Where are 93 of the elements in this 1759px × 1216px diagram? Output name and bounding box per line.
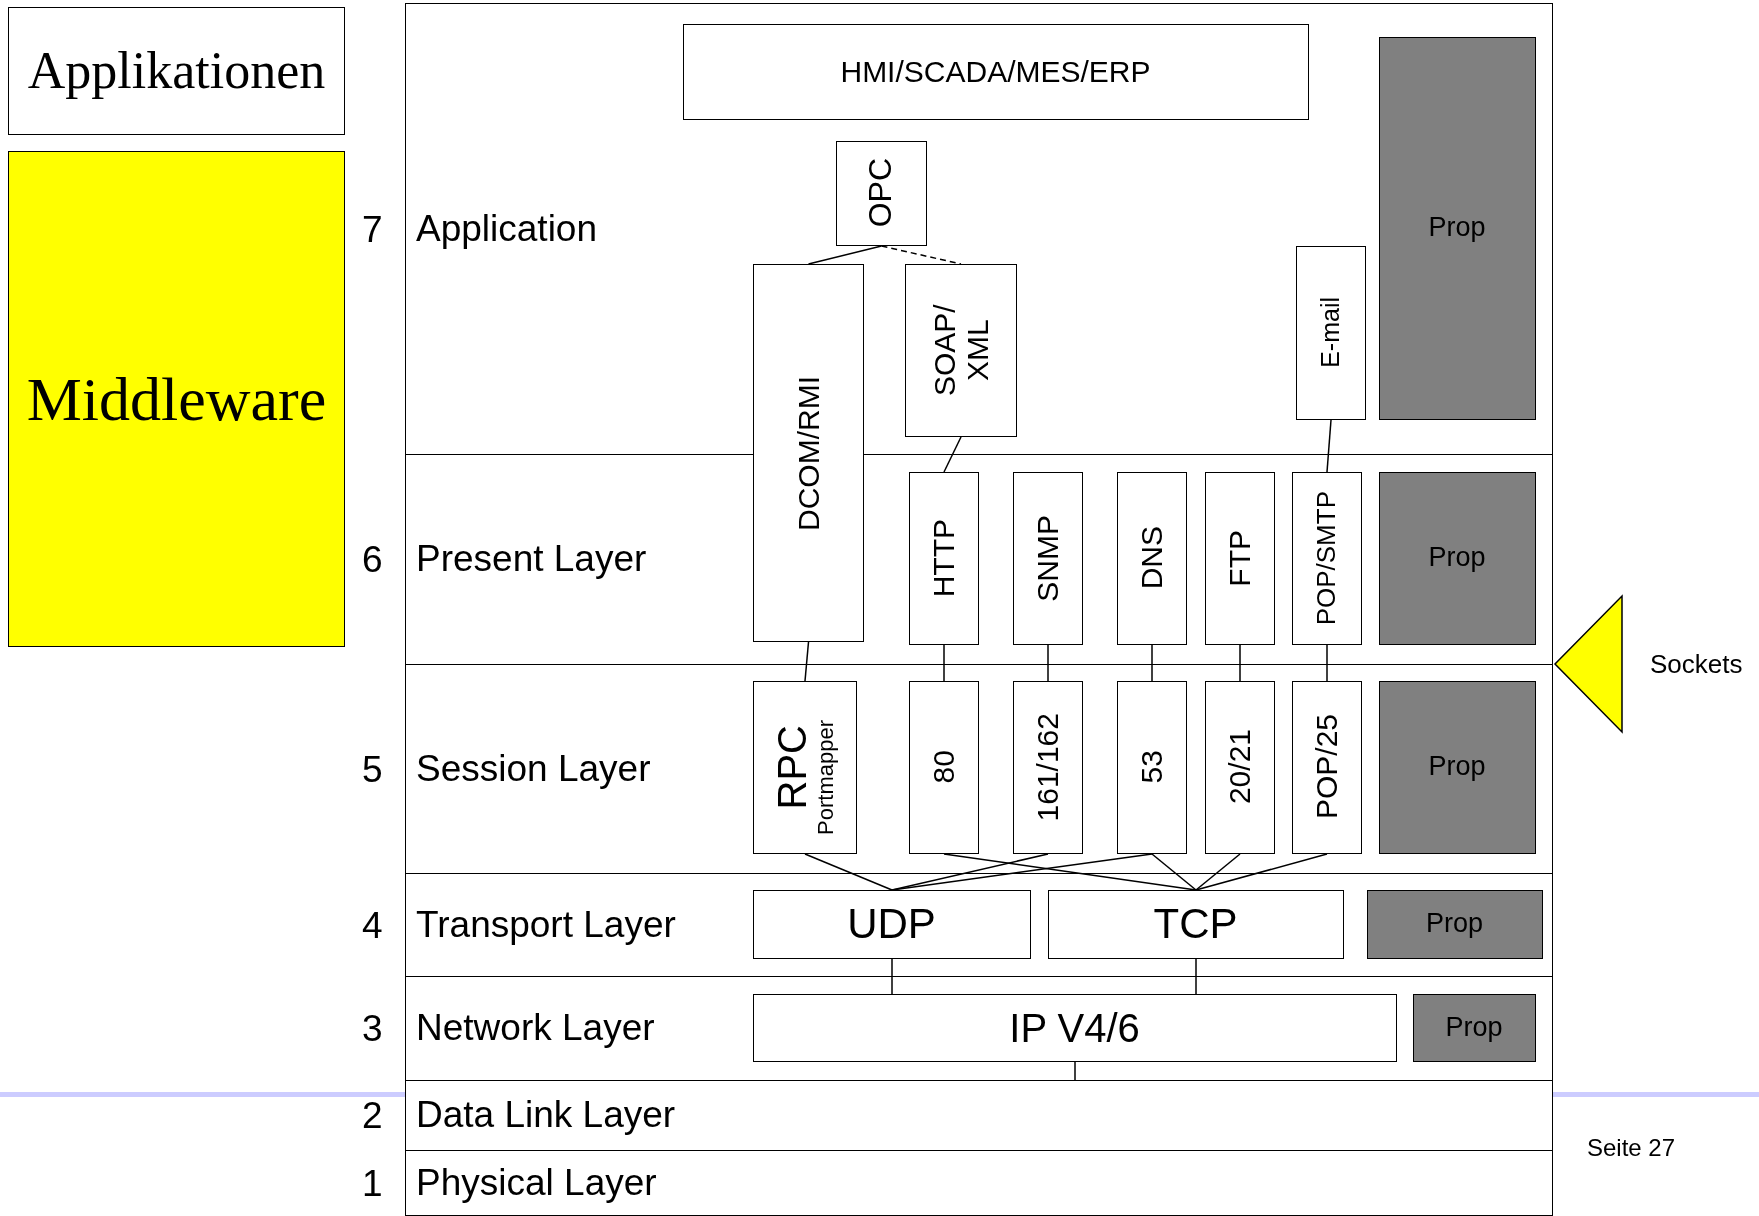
- protocol-label: UDP: [847, 900, 936, 948]
- protocol-box: [752, 680, 857, 854]
- layer-name: Transport Layer: [416, 904, 676, 946]
- protocol-box: [1012, 680, 1083, 854]
- connector-line: [804, 641, 810, 682]
- proprietary-label: Prop: [1425, 909, 1483, 939]
- proprietary-box: [1366, 889, 1543, 959]
- layer-number: 3: [362, 1009, 383, 1047]
- protocol-label: RPC: [770, 724, 815, 810]
- protocol-box: [753, 264, 864, 642]
- protocol-label: SNMP: [1031, 514, 1064, 602]
- protocol-label: 20/21: [1223, 729, 1256, 805]
- layer-band: [405, 1150, 1553, 1216]
- protocol-label: 161/162: [1031, 712, 1064, 822]
- protocol-label: SOAP/ XML: [927, 303, 994, 398]
- connector-line: [1151, 853, 1197, 891]
- connector-line: [1074, 1061, 1076, 1081]
- connector-line: [1195, 958, 1197, 995]
- protocol-box: [1291, 471, 1362, 645]
- proprietary-box: [1378, 471, 1536, 645]
- middleware-box: [8, 151, 345, 647]
- protocol-label: E-mail: [1316, 297, 1345, 368]
- protocol-label: POP/SMTP: [1312, 490, 1341, 626]
- proprietary-label: Prop: [1428, 213, 1486, 243]
- protocol-label: FTP: [1223, 529, 1256, 587]
- protocol-box: [752, 889, 1031, 959]
- proprietary-label: Prop: [1445, 1012, 1503, 1043]
- label-box: [8, 7, 345, 135]
- protocol-label: HMI/SCADA/MES/ERP: [840, 55, 1151, 88]
- protocol-label: 53: [1135, 750, 1168, 784]
- layer-name: Data Link Layer: [416, 1095, 676, 1136]
- connector-line: [943, 644, 945, 682]
- protocol-box: [1047, 889, 1344, 959]
- connector-line: [1151, 644, 1153, 682]
- socket-triangle: [1554, 595, 1623, 733]
- protocol-box: [908, 680, 979, 854]
- layer-band: [405, 976, 1553, 1080]
- protocol-box: [682, 23, 1309, 120]
- connector-line: [891, 853, 1153, 891]
- protocol-box: [1204, 680, 1275, 854]
- connector-line: [943, 436, 962, 473]
- connector-line: [1047, 644, 1049, 682]
- protocol-box: [752, 993, 1397, 1062]
- connector-line: [1195, 853, 1241, 891]
- connector-line: [880, 245, 962, 265]
- side-label: Sockets: [1650, 651, 1743, 677]
- protocol-label: DCOM/RMI: [792, 375, 825, 531]
- protocol-label: IP V4/6: [1009, 1005, 1140, 1050]
- box-label: Applikationen: [27, 42, 326, 100]
- layer-number: 5: [362, 750, 383, 787]
- protocol-label: POP/25: [1310, 714, 1343, 820]
- connector-line: [807, 245, 883, 265]
- protocol-label: HTTP: [927, 518, 960, 598]
- protocol-box: [904, 263, 1017, 437]
- layer-name: Present Layer: [416, 539, 647, 580]
- proprietary-label: Prop: [1428, 752, 1486, 782]
- proprietary-label: Prop: [1428, 543, 1486, 573]
- proprietary-box: [1378, 680, 1536, 854]
- protocol-box: [1295, 245, 1366, 420]
- connector-line: [804, 853, 893, 891]
- layer-number: 2: [362, 1096, 383, 1134]
- connector-line: [1239, 644, 1241, 682]
- protocol-label: TCP: [1153, 900, 1238, 948]
- layer-number: 7: [362, 210, 383, 247]
- connector-line: [1326, 419, 1332, 473]
- layer-name: Network Layer: [416, 1008, 655, 1049]
- protocol-label: OPC: [863, 158, 899, 228]
- layer-number: 1: [362, 1164, 383, 1202]
- protocol-box: [908, 471, 979, 645]
- proprietary-box: [1412, 993, 1536, 1062]
- layer-band: [405, 873, 1553, 976]
- protocol-box: [1116, 680, 1187, 854]
- layer-number: 4: [362, 906, 383, 943]
- layer-name: Physical Layer: [416, 1162, 657, 1204]
- protocol-box: [1291, 680, 1362, 854]
- protocol-box: [1204, 471, 1275, 645]
- connector-line: [943, 853, 1197, 891]
- protocol-box: [1012, 471, 1083, 645]
- box-label: Middleware: [26, 364, 327, 434]
- layer-number: 6: [362, 540, 383, 578]
- page-number: Seite 27: [1587, 1134, 1676, 1162]
- layer-band: [405, 664, 1553, 873]
- protocol-label: DNS: [1135, 526, 1168, 590]
- connector-line: [891, 958, 893, 995]
- layer-name: Application: [416, 208, 597, 250]
- connector-line: [1326, 644, 1328, 682]
- protocol-box: [1116, 471, 1187, 645]
- protocol-box: [835, 140, 927, 246]
- proprietary-box: [1378, 36, 1536, 420]
- layer-name: Session Layer: [416, 748, 651, 790]
- sub-label: Portmapper: [814, 719, 839, 835]
- layer-band: [405, 1080, 1553, 1150]
- protocol-label: 80: [927, 750, 960, 784]
